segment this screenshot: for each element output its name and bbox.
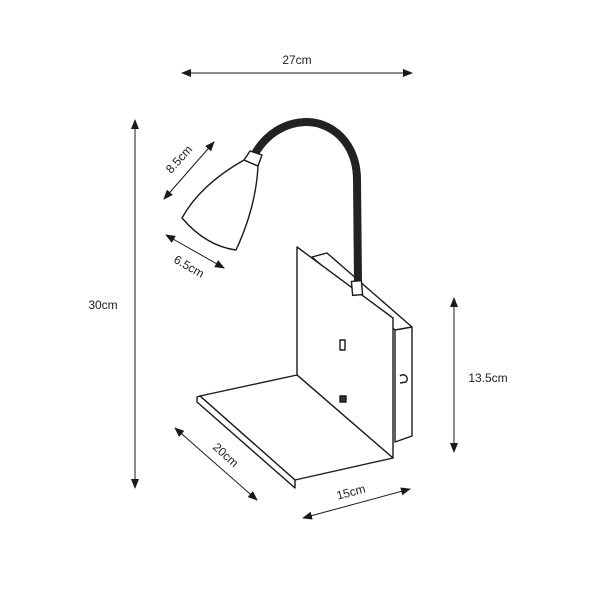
usb-port-icon (339, 395, 347, 403)
plate-height-label: 13.5cm (468, 371, 507, 385)
shade-collar (243, 150, 263, 167)
height-label: 30cm (88, 298, 117, 312)
shelf-width-label: 15cm (335, 482, 367, 503)
dimension-lines (131, 69, 458, 520)
wall-lamp-drawing (181, 118, 413, 489)
flexible-arm (249, 118, 362, 283)
switch-icon (339, 339, 346, 351)
shade-length-label: 8.5cm (163, 142, 195, 176)
shade-diameter-dimension-arrow (165, 234, 225, 269)
arm-collar (350, 279, 364, 297)
width-label: 27cm (282, 53, 311, 67)
side-jack-icon (399, 374, 408, 384)
shelf-depth-label: 20cm (210, 440, 241, 470)
shade-diameter-label: 6.5cm (171, 252, 206, 280)
shelf-depth-dimension-arrow (174, 427, 258, 501)
lamp-shade (181, 159, 259, 251)
shelf-width-dimension-arrow (302, 487, 411, 520)
shade-length-dimension-arrow (163, 141, 215, 200)
